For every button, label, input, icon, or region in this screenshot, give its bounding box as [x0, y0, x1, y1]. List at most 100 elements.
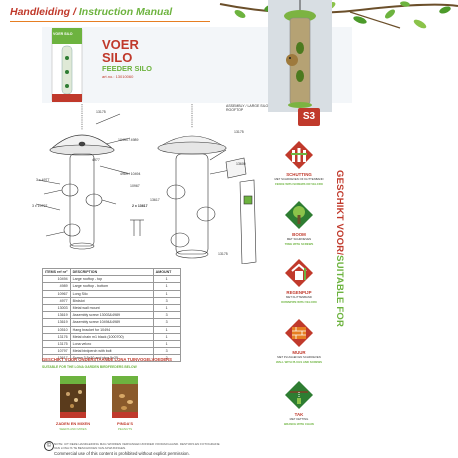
wall-icon — [285, 319, 313, 347]
item-ref: 10510 — [42, 325, 71, 334]
item-amount: 2 — [152, 354, 181, 363]
item-desc: Long Silo — [69, 289, 154, 298]
header-separator: / — [73, 6, 76, 18]
downpipe-icon — [285, 259, 313, 287]
product-title-line2: SILO — [102, 50, 133, 65]
item-ref: 13619 — [42, 318, 71, 327]
product-title-nl: VOER SILO — [102, 38, 139, 64]
mounting-downpipe-en: DOWNPIPE WITH VELCRO — [281, 300, 317, 304]
peanuts-sublabel: PEANUTS — [117, 427, 133, 431]
exploded-diagram — [35, 104, 257, 264]
mounting-wall-en: WALL WITH PLUGS AND SCREWS — [276, 360, 322, 364]
parts-table-header: ITEMS ref nr° DESCRIPTION AMOUNT — [42, 267, 181, 277]
header-underline — [10, 21, 210, 22]
mounting-fence-sub: MET SCHROEVEN OF KLITTENBAND — [274, 177, 324, 181]
fence-icon — [285, 141, 313, 169]
item-ref: 13619 — [42, 311, 71, 320]
col-header-amount: AMOUNT — [152, 267, 181, 277]
item-desc: Large rooftop - bottom — [69, 282, 154, 291]
mounting-downpipe-label: REGENPIJP — [286, 290, 312, 295]
suitable-for-separator: / — [334, 252, 345, 256]
item-amount: 1 — [152, 332, 181, 341]
item-amount: 1 — [152, 339, 181, 349]
part-code-12: 13175 — [218, 252, 228, 256]
commercial-notice: Commercial use of this content is prohib… — [54, 451, 190, 456]
item-ref: 4977 — [42, 296, 71, 305]
header-title-en: Instruction Manual — [78, 6, 173, 18]
footnote: NOTE: UIT DEZE HANDLEIDING MAG WORDEN VE… — [54, 442, 220, 450]
mounting-fence-en: FENCE WITH SCREWS OR VELCRO — [275, 182, 323, 186]
tree-icon — [285, 201, 313, 229]
mounting-wall-sub: MET PLUGGEN EN SCHROEVEN — [277, 355, 321, 359]
mounting-tree-label: BOOM — [292, 232, 306, 237]
col-header-description: DESCRIPTION — [69, 267, 154, 277]
peanuts-label: PINDA'S — [116, 421, 134, 426]
hero-feeder-photo — [268, 0, 332, 112]
suitable-for-nl: GESCHIKT VOOR — [334, 170, 345, 253]
part-code-3: 4989 / 10494 — [120, 172, 141, 176]
part-code-1: 13175 — [96, 110, 106, 114]
item-desc: Metal birdperch with bolt — [69, 347, 154, 356]
item-desc: Hang bracket for 10494 — [69, 325, 154, 334]
part-code-6: 13617 — [150, 198, 160, 202]
item-amount: 1 — [152, 303, 181, 313]
item-desc: Large rooftop - top — [69, 275, 154, 284]
item-ref: 13176 — [42, 332, 71, 341]
item-amount: 1 — [152, 289, 181, 298]
mounting-downpipe-sub: MET KLITTENBAND — [286, 295, 312, 299]
header-title-nl: Handleiding — [10, 6, 71, 18]
mounting-fence-label: SCHUTTING — [286, 172, 312, 177]
item-amount: 1 — [152, 282, 181, 291]
item-amount: 3 — [152, 347, 181, 356]
recommended-title: GESCHIKT VOOR ONDERSTAANDE LONA TUINVOGE… — [42, 357, 172, 362]
mounting-wall-label: MUUR — [292, 350, 306, 355]
product-packshot — [51, 28, 83, 102]
article-number: art.no.: 13010060 — [102, 74, 134, 79]
part-code-8: 13600 — [236, 162, 246, 166]
item-ref: 10797 — [42, 347, 71, 356]
seeds-sublabel: SEEDS AND MIXES — [59, 427, 87, 431]
mounting-tree-en: TREE WITH SCREWS — [284, 242, 314, 246]
part-code-10: 3 x 4977 — [36, 178, 50, 182]
item-ref: 4989 — [42, 282, 71, 291]
item-desc: Assembly screw 13003&4989 — [69, 311, 154, 320]
item-amount: 3 — [152, 318, 181, 327]
item-desc: Metal wall mount — [69, 303, 154, 313]
item-desc: Assembly screw 10494&4989 — [69, 318, 154, 327]
packshot-label: VOER SILO — [53, 32, 73, 36]
part-code-5: 10967 — [130, 184, 140, 188]
branch-icon — [285, 381, 313, 409]
manual-header: Handleiding / Instruction Manual — [10, 6, 172, 18]
product-title-line1: VOER — [102, 37, 139, 52]
mounting-branch-sub: MET KETTING — [289, 417, 309, 421]
copyright-icon: © — [44, 441, 54, 451]
assembly-label: ASSEMBLY / LARGE SILO ROOFTOP — [226, 104, 269, 112]
part-code-11: 3 x 10797 — [32, 204, 48, 208]
part-code-7: 13175 — [234, 130, 244, 134]
part-code-4: 4977 — [92, 158, 100, 162]
item-amount: 1 — [152, 325, 181, 334]
mounting-tree-sub: MET SCHROEVEN — [286, 237, 312, 241]
seeds-label: ZADEN EN MIXEN — [55, 421, 91, 426]
recommended-subtitle: SUITABLE FOR THE LONA GARDEN BIRDFEEDERS… — [42, 365, 137, 369]
mounting-options: SCHUTTING MET SCHROEVEN OF KLITTENBAND F… — [268, 132, 330, 458]
seeds-product-image — [60, 376, 86, 418]
item-ref: 10494 — [42, 275, 71, 284]
size-badge: S3 — [298, 108, 320, 126]
suitable-for-en: SUITABLE FOR — [334, 255, 345, 328]
size-badge-label: S3 — [302, 111, 316, 122]
suitable-for-heading: GESCHIKT VOOR/SUITABLE FOR — [334, 170, 345, 327]
item-ref: 10967 — [42, 289, 71, 298]
mounting-branch-label: TAK — [294, 412, 304, 417]
